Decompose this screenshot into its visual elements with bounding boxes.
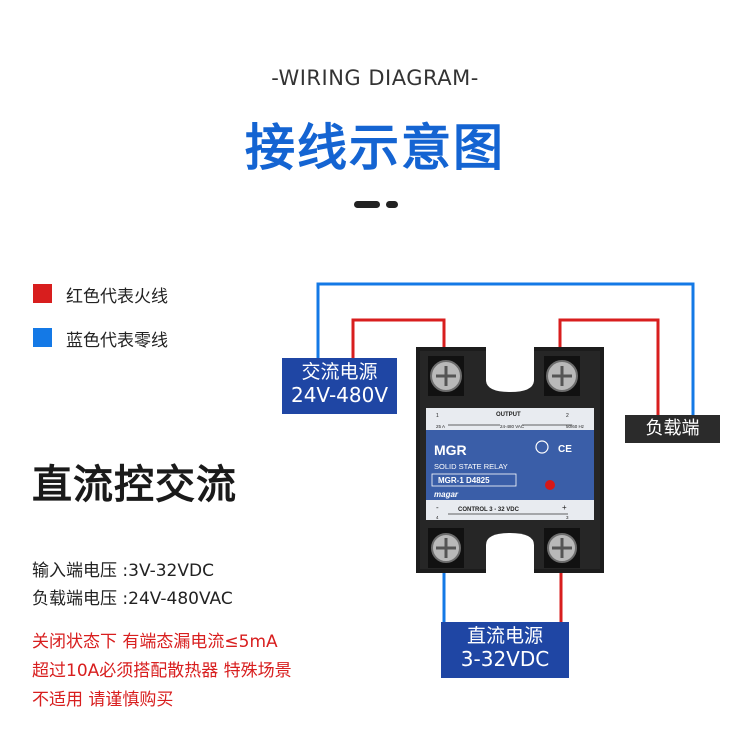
screw-top-right [544,356,580,396]
legend-neutral-label: 蓝色代表零线 [66,331,168,351]
load-label: 负载端 [625,415,720,443]
screw-top-left [428,356,464,396]
plus-sign: + [562,503,567,512]
output-current: 25 A [436,424,445,429]
relay-body [416,347,604,573]
output-freq: 50/60 Hz [566,424,585,429]
ac-power-title: 交流电源 [301,361,378,383]
note-line-1: 关闭状态下 有端态漏电流≤5mA [32,632,278,652]
legend-hot-label: 红色代表火线 [66,287,168,307]
info-heading: 直流控交流 [32,462,237,508]
dc-power-voltage: 3-32VDC [460,646,550,671]
relay-type: SOLID STATE RELAY [434,462,508,471]
ce-mark: CE [558,444,572,455]
hot-wire-ac [351,318,446,372]
terminal-3-label: 3 [566,515,569,520]
divider-short [386,201,398,208]
relay-model: MGR-1 D4825 [438,476,490,485]
relay-maker: magar [434,490,459,499]
control-label: CONTROL 3 - 32 VDC [458,507,520,513]
note-line-2: 超过10A必须搭配散热器 特殊场景 [32,661,292,681]
ac-power-voltage: 24V-480V [290,382,389,407]
input-voltage: 输入端电压 :3V-32VDC [32,561,214,581]
hot-wire-load [558,318,660,418]
status-led [545,480,555,490]
page-title: 接线示意图 [245,119,505,177]
screw-bottom-right [544,528,580,568]
relay-brand: MGR [434,442,467,458]
load-voltage: 负载端电压 :24V-480VAC [32,589,233,609]
ac-power-label: 交流电源 24V-480V [282,358,397,414]
blue-swatch [33,328,52,347]
screw-bottom-left [428,528,464,568]
red-swatch [33,284,52,303]
terminal-2-label: 2 [566,413,569,419]
output-rating: 24-480 VAC [500,424,525,429]
dc-power-title: 直流电源 [466,625,543,647]
note-line-3: 不适用 请谨慎购买 [32,690,174,710]
terminal-4-label: 4 [436,515,439,520]
output-label: OUTPUT [496,412,521,418]
neutral-wire-top [316,282,695,418]
minus-sign: - [436,503,439,512]
dc-power-label: 直流电源 3-32VDC [441,622,569,678]
subtitle: -WIRING DIAGRAM- [271,66,479,90]
divider-long [354,201,380,208]
terminal-1-label: 1 [436,413,439,419]
